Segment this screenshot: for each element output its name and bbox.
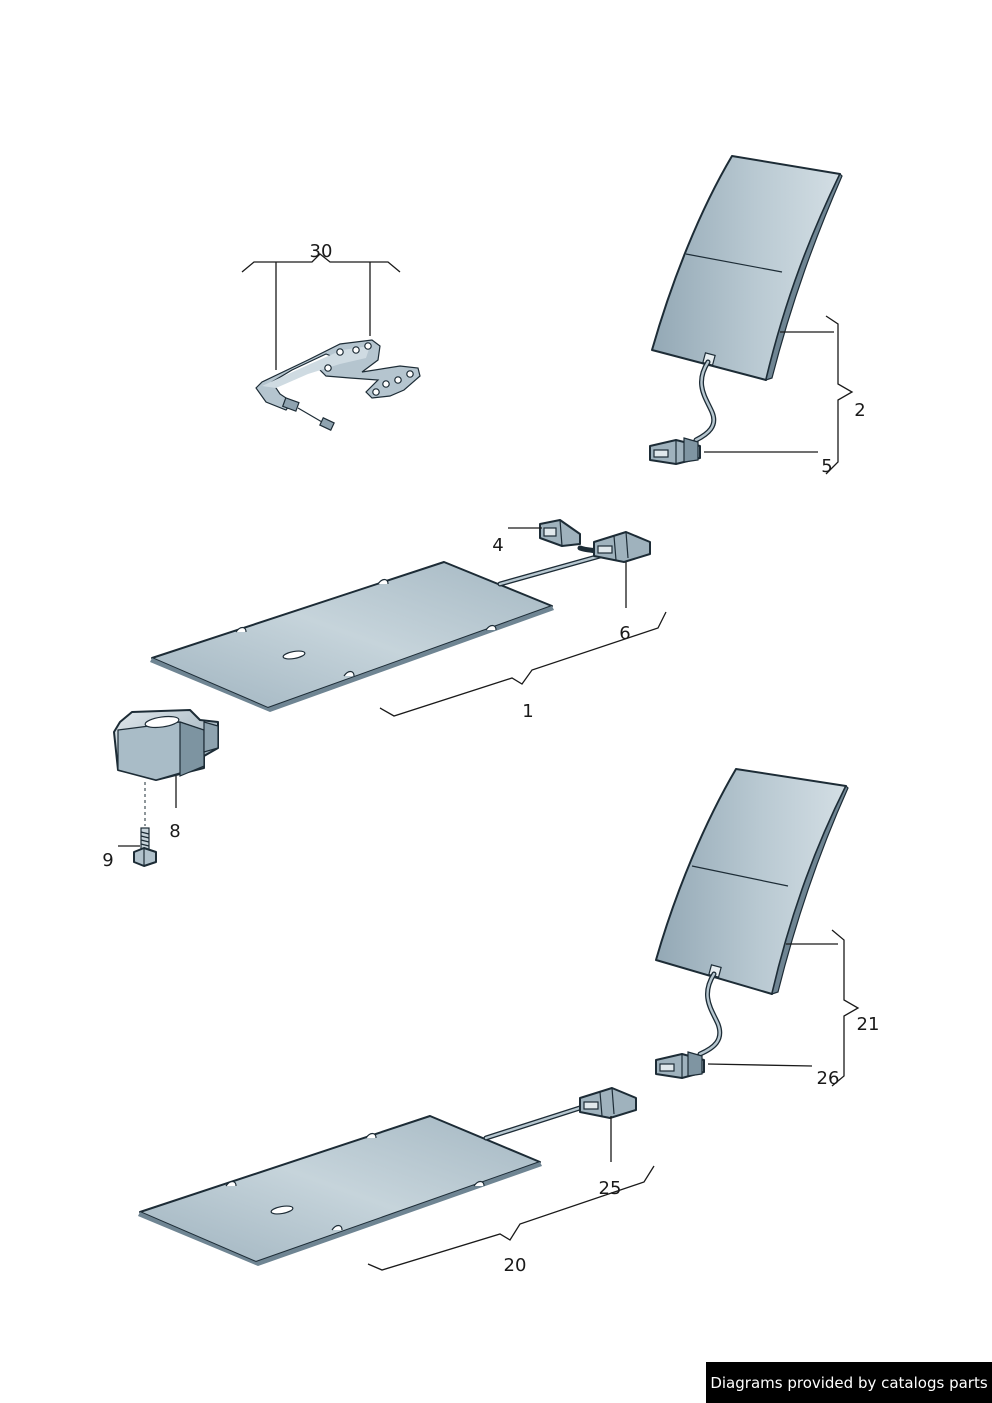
sensor-frame-part <box>255 339 421 431</box>
callout-25: 25 <box>599 1178 622 1199</box>
callout-8: 8 <box>169 821 180 842</box>
credit-banner: Diagrams provided by catalogs parts <box>706 1362 992 1403</box>
connector-5 <box>649 437 701 465</box>
seat-heating-mat-top <box>150 519 651 712</box>
callout-26: 26 <box>817 1068 840 1089</box>
leader-lines <box>118 253 860 1271</box>
screw-part <box>133 827 157 867</box>
control-unit-part <box>113 709 219 826</box>
connector-4 <box>539 519 581 547</box>
backrest-heating-pad-bottom <box>655 768 849 1079</box>
callout-5: 5 <box>821 456 832 477</box>
callout-20: 20 <box>504 1255 527 1276</box>
seat-heating-mat-bottom <box>138 1087 637 1266</box>
callout-30: 30 <box>310 241 333 262</box>
callout-4: 4 <box>492 535 503 556</box>
credit-text: Diagrams provided by catalogs parts <box>710 1373 988 1392</box>
callout-2: 2 <box>854 400 865 421</box>
connector-6 <box>593 531 651 563</box>
connector-25 <box>579 1087 637 1119</box>
connector-26 <box>655 1051 705 1079</box>
callout-1: 1 <box>522 701 533 722</box>
callout-labels: 30 2 5 4 6 1 8 9 21 26 25 20 <box>102 241 879 1276</box>
callout-6: 6 <box>619 623 630 644</box>
callout-9: 9 <box>102 850 113 871</box>
callout-21: 21 <box>857 1014 880 1035</box>
backrest-heating-pad-top <box>649 155 843 465</box>
